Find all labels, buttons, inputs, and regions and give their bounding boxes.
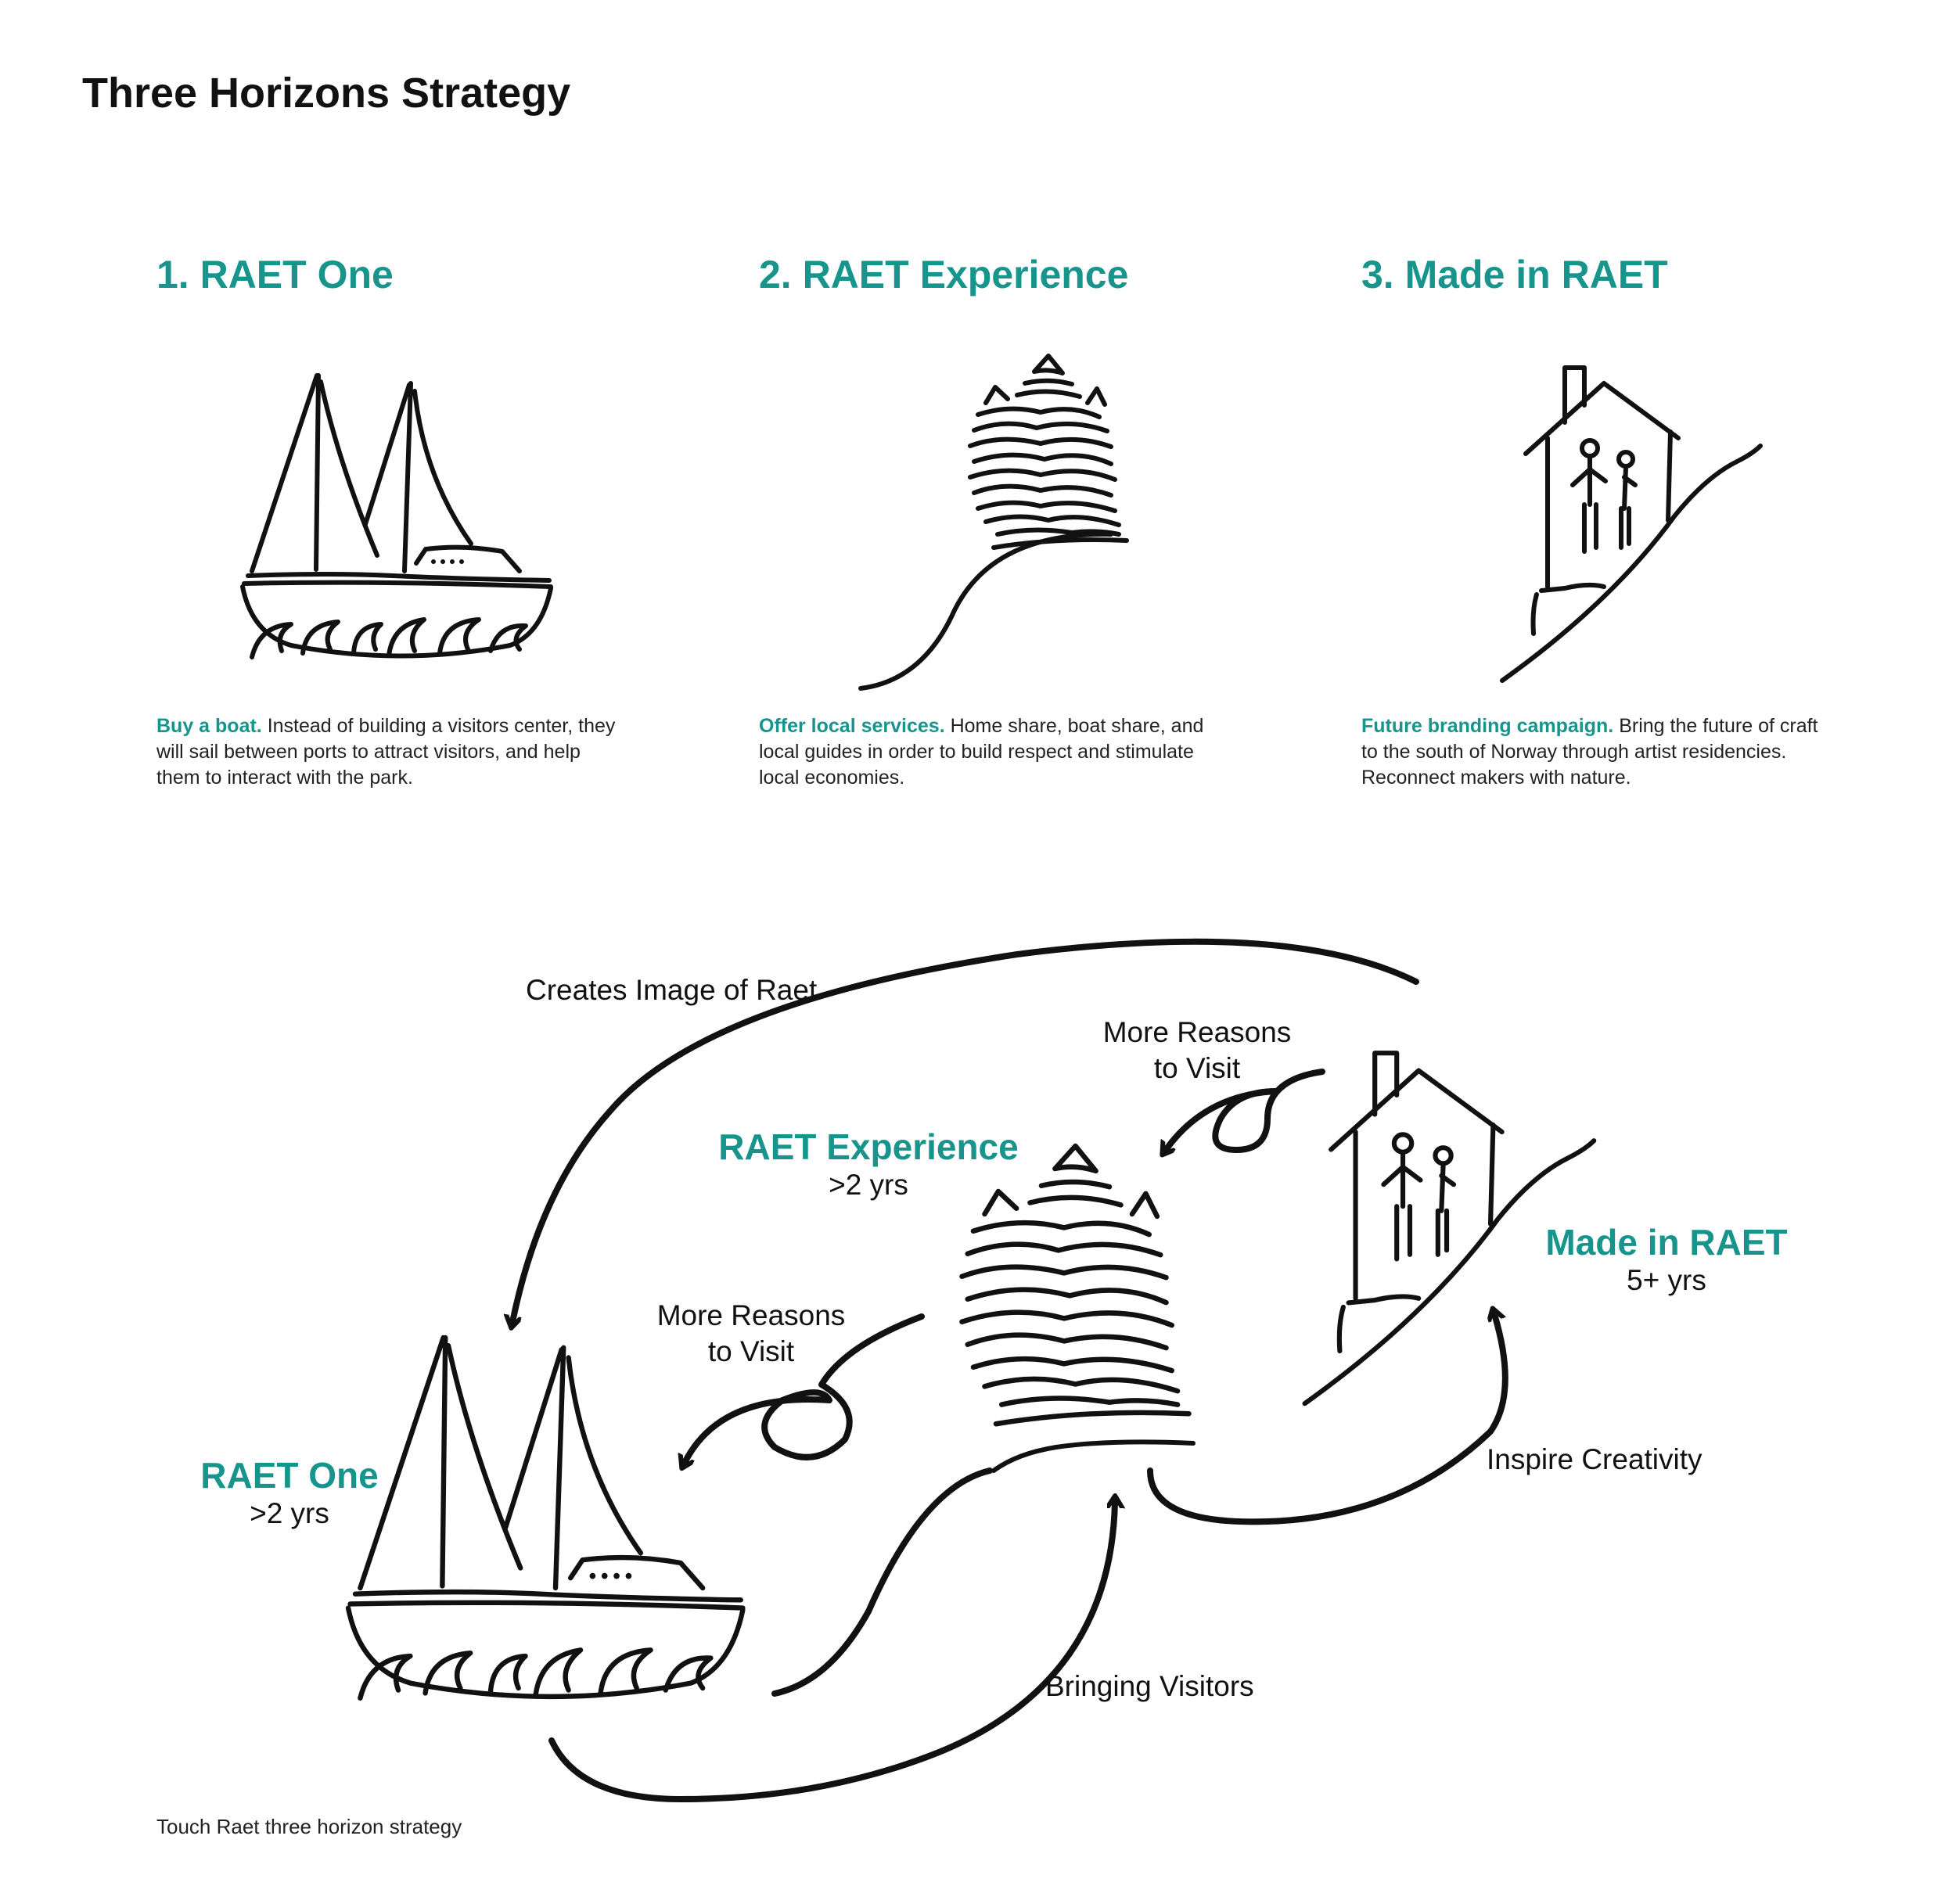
description-lead: Offer local services. [759,715,945,737]
sailboat-icon [242,375,552,658]
page-title: Three Horizons Strategy [82,70,571,117]
tree-hill [991,1439,1196,1473]
arrow-creates-image [512,938,1419,1322]
arrow-bringing-visitors-inner [771,1468,993,1697]
description-lead: Future branding campaign. [1361,715,1614,737]
label-creates-image: Creates Image of Raet [526,974,818,1006]
arrow-more-reasons-top [1166,1069,1325,1150]
label-line: More Reasons [656,1299,846,1331]
column-description-raet-one: Buy a boat. Instead of building a visito… [156,713,626,791]
tree-hill [858,531,1113,691]
node-raet-one: RAET One >2 yrs [172,1455,407,1532]
label-more-reasons-top: More Reasons to Visit [1080,1015,1314,1087]
label-inspire-creativity: Inspire Creativity [1487,1443,1703,1475]
arrow-inspire-creativity [1147,1314,1508,1525]
node-duration: >2 yrs [829,1169,908,1201]
column-description-raet-experience: Offer local services. Home share, boat s… [759,713,1228,791]
column-heading-made-in-raet: 3. Made in RAET [1361,253,1668,296]
label-more-reasons-left: More Reasons to Visit [634,1298,868,1370]
label-line: to Visit [1153,1052,1241,1084]
node-name: RAET Experience [718,1126,1019,1167]
label-line: to Visit [707,1335,795,1367]
node-made-in-raet: Made in RAET 5+ yrs [1518,1222,1815,1299]
column-heading-raet-experience: 2. RAET Experience [759,253,1129,296]
arrow-bringing-visitors-outer [548,1502,1115,1802]
node-name: Made in RAET [1545,1222,1788,1263]
node-duration: 5+ yrs [1627,1264,1706,1296]
description-text: Home share, boat share, and local guides… [759,715,1204,789]
sailboat-icon [347,1337,743,1699]
description-text: Instead of building a visitors center, t… [156,715,616,789]
house-icon [1501,367,1761,681]
node-raet-experience: RAET Experience >2 yrs [704,1126,1033,1203]
description-text: Bring the future of craft to the south o… [1361,715,1818,789]
column-heading-raet-one: 1. RAET One [156,253,394,296]
figure-caption: Touch Raet three horizon strategy [156,1815,462,1838]
arrow-more-reasons-left [685,1313,925,1463]
node-name: RAET One [200,1455,379,1496]
description-lead: Buy a boat. [156,715,262,737]
column-description-made-in-raet: Future branding campaign. Bring the futu… [1361,713,1831,791]
label-bringing-visitors: Bringing Visitors [1045,1670,1254,1702]
label-line: More Reasons [1102,1016,1292,1048]
tree-icon [969,355,1127,548]
node-duration: >2 yrs [250,1497,329,1529]
